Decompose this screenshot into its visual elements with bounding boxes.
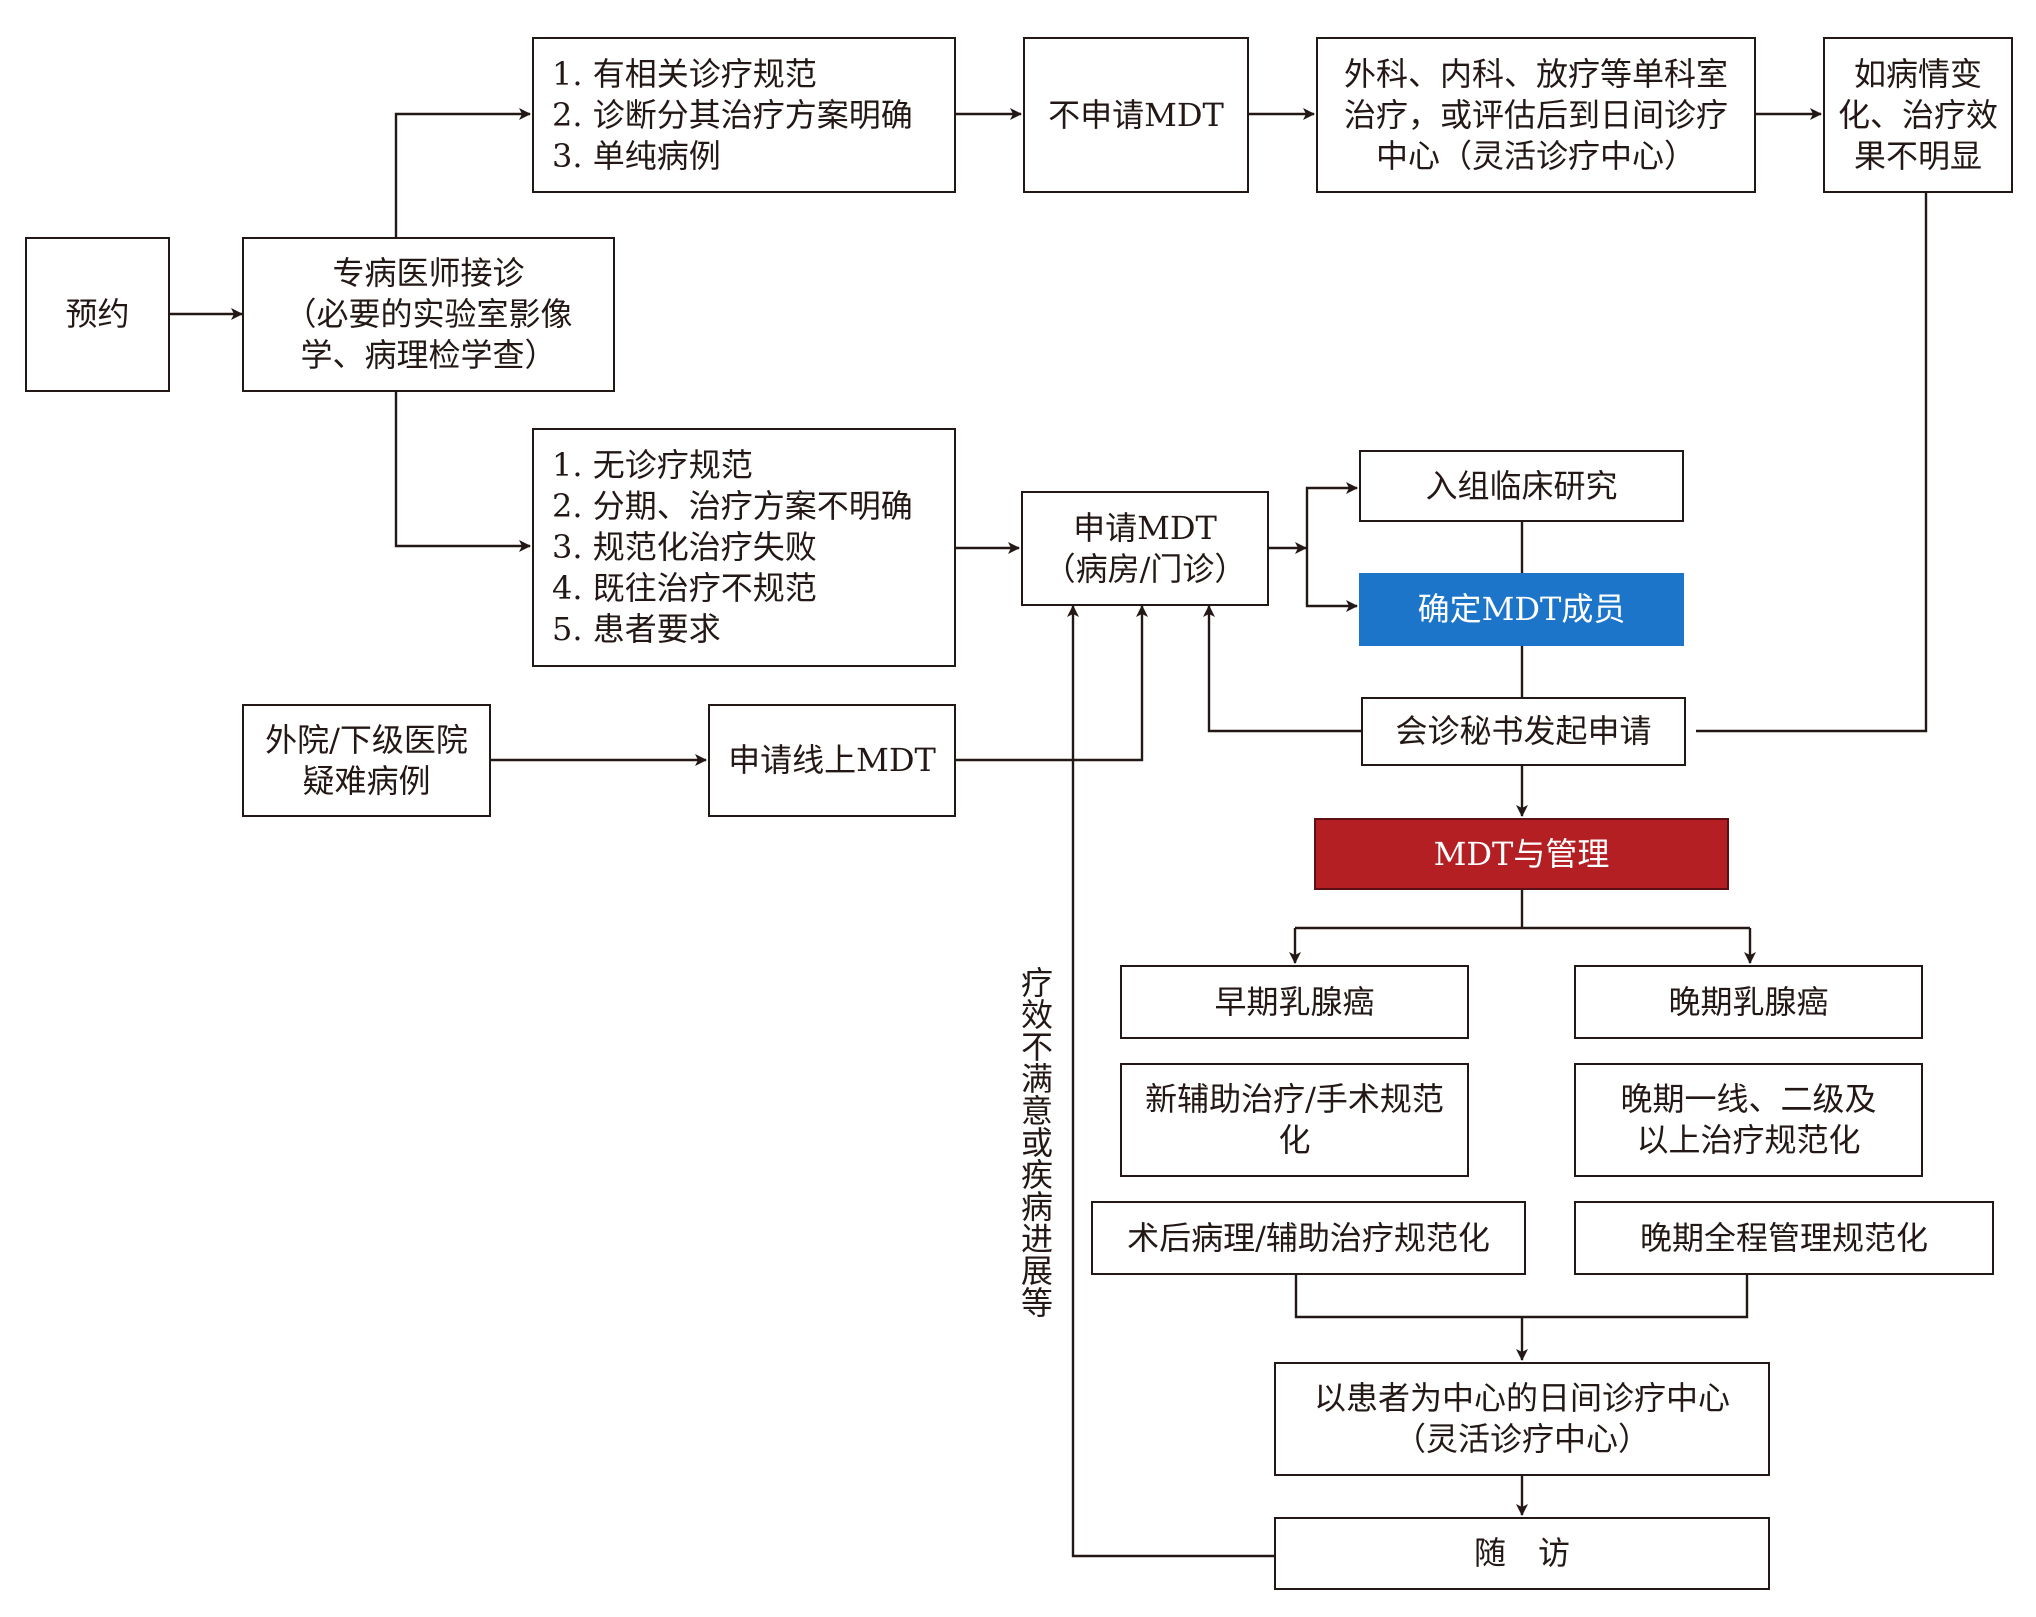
online-mdt-box: 申请线上MDT [708,704,956,817]
box-text-line: 1. 无诊疗规范 [552,446,753,484]
box-text-line: （必要的实验室影像 [284,295,573,333]
box-text-line: 4. 既往治疗不规范 [552,569,817,607]
apply-mdt-box: 申请MDT（病房/门诊） [1021,491,1269,606]
line-merge-to-day-center [1294,1275,1749,1319]
feedback-label: 疗效不满意或疾病进展等 [1016,966,1054,1318]
box-text: 晚期一线、二级及以上治疗规范化 [1620,1079,1876,1161]
box-text-line: 以上治疗规范化 [1636,1121,1861,1159]
neoadjuvant-box: 新辅助治疗/手术规范化 [1120,1063,1469,1177]
box-text: 不申请MDT [1048,95,1224,136]
box-text-line: 晚期全程管理规范化 [1639,1218,1928,1257]
mdt-management-box: MDT与管理 [1314,818,1729,890]
box-text: 申请线上MDT [728,740,936,781]
box-text-line: 外科、内科、放疗等单科室 [1343,54,1728,93]
box-text: 入组临床研究 [1425,466,1617,507]
box-text-line: 外院/下级医院 [265,720,468,759]
box-text-line: 申请线上MDT [728,741,936,779]
box-text: 专病医师接诊（必要的实验室影像学、病理检学查） [284,253,572,376]
condition-change-box: 如病情变化、治疗效果不明显 [1823,37,2013,193]
no-mdt-box: 不申请MDT [1023,37,1249,193]
follow-up-box: 随 访 [1274,1517,1770,1590]
box-text-line: 会诊秘书发起申请 [1395,712,1652,750]
box-text-line: MDT与管理 [1433,834,1610,873]
box-text: 确定MDT成员 [1418,589,1626,630]
specialist-consult-box: 专病医师接诊（必要的实验室影像学、病理检学查） [242,237,615,392]
arrow-branch-to-clinical-trial [1305,482,1358,548]
arrow-branch-to-confirm-members [1305,548,1358,612]
box-text-line: 5. 患者要求 [552,610,721,648]
box-text: 外科、内科、放疗等单科室治疗，或评估后到日间诊疗中心（灵活诊疗中心） [1344,54,1728,177]
box-text: 晚期全程管理规范化 [1640,1218,1928,1259]
box-text-line: （灵活诊疗中心） [1393,1420,1650,1458]
arrow-follow-up-feedback-to-apply-mdt [1067,605,1274,1558]
late-breast-cancer-box: 晚期乳腺癌 [1574,965,1923,1039]
early-breast-cancer-box: 早期乳腺癌 [1120,965,1469,1039]
clinical-trial-box: 入组临床研究 [1359,450,1684,522]
box-text: 如病情变化、治疗效果不明显 [1838,54,1998,177]
box-text-line: 申请MDT [1073,508,1217,547]
box-text: 晚期乳腺癌 [1668,982,1828,1023]
box-text-line: 3. 规范化治疗失败 [552,528,817,566]
box-text: 随 访 [1474,1533,1570,1574]
box-text-line: 治疗，或评估后到日间诊疗 [1343,95,1728,134]
box-text: 外院/下级医院疑难病例 [265,720,468,802]
box-text-line: 预约 [65,295,130,333]
single-department-box: 外科、内科、放疗等单科室治疗，或评估后到日间诊疗中心（灵活诊疗中心） [1316,37,1756,193]
box-text-line: 3. 单纯病例 [552,136,721,175]
box-text-line: 2. 诊断分其治疗方案明确 [552,95,913,134]
box-text-line: 化 [1278,1121,1311,1159]
box-text-line: （病房/门诊） [1043,549,1247,588]
box-text-line: 果不明显 [1853,136,1982,175]
box-text-line: 晚期乳腺癌 [1668,982,1829,1021]
confirm-mdt-members-box: 确定MDT成员 [1359,573,1684,646]
external-hospital-box: 外院/下级医院疑难病例 [242,704,491,817]
box-text-line: 早期乳腺癌 [1214,982,1375,1021]
box-text: 新辅助治疗/手术规范化 [1145,1079,1444,1161]
box-text: 早期乳腺癌 [1214,982,1374,1023]
arrow-secretary-to-apply-mdt [1203,605,1361,733]
arrow-specialist-to-criteria-clear [394,108,531,237]
box-text: MDT与管理 [1434,834,1610,875]
box-text-line: 晚期一线、二级及 [1620,1080,1877,1118]
box-text-line: 化、治疗效 [1837,95,1998,134]
late-lines-box: 晚期一线、二级及以上治疗规范化 [1574,1063,1923,1177]
box-text-line: 确定MDT成员 [1417,590,1626,628]
arrow-specialist-to-criteria-unclear [394,392,531,552]
box-text: 会诊秘书发起申请 [1395,711,1651,752]
box-text: 预约 [65,294,129,335]
line-mdt-management-split [1295,890,1750,930]
postop-adjuvant-box: 术后病理/辅助治疗规范化 [1091,1201,1526,1275]
box-text-line: 新辅助治疗/手术规范 [1145,1080,1444,1118]
secretary-request-box: 会诊秘书发起申请 [1361,697,1686,766]
box-text-line: 学、病理检学查） [300,336,557,374]
day-treatment-center-box: 以患者为中心的日间诊疗中心（灵活诊疗中心） [1274,1362,1770,1476]
box-text-line: 专病医师接诊 [332,254,525,292]
box-text-line: 入组临床研究 [1425,466,1618,505]
box-text-line: 以患者为中心的日间诊疗中心 [1313,1379,1730,1417]
arrow-online-mdt-to-apply-mdt [956,605,1148,762]
box-text-line: 随 访 [1473,1534,1570,1572]
box-text-line: 2. 分期、治疗方案不明确 [552,487,913,525]
box-text-line: 1. 有相关诊疗规范 [552,54,817,93]
box-text-line: 如病情变 [1853,54,1982,93]
box-text: 申请MDT（病房/门诊） [1044,508,1247,590]
appointment-box: 预约 [25,237,170,392]
box-text-line: 不申请MDT [1048,95,1224,134]
box-text-line: 疑难病例 [302,761,431,800]
box-text-line: 术后病理/辅助治疗规范化 [1127,1218,1490,1257]
line-condition-change-to-secretary [1696,193,1928,733]
box-text-line: 中心（灵活诊疗中心） [1375,136,1696,175]
late-full-management-box: 晚期全程管理规范化 [1574,1201,1994,1275]
box-text: 术后病理/辅助治疗规范化 [1127,1218,1490,1259]
box-text: 以患者为中心的日间诊疗中心（灵活诊疗中心） [1314,1378,1730,1460]
